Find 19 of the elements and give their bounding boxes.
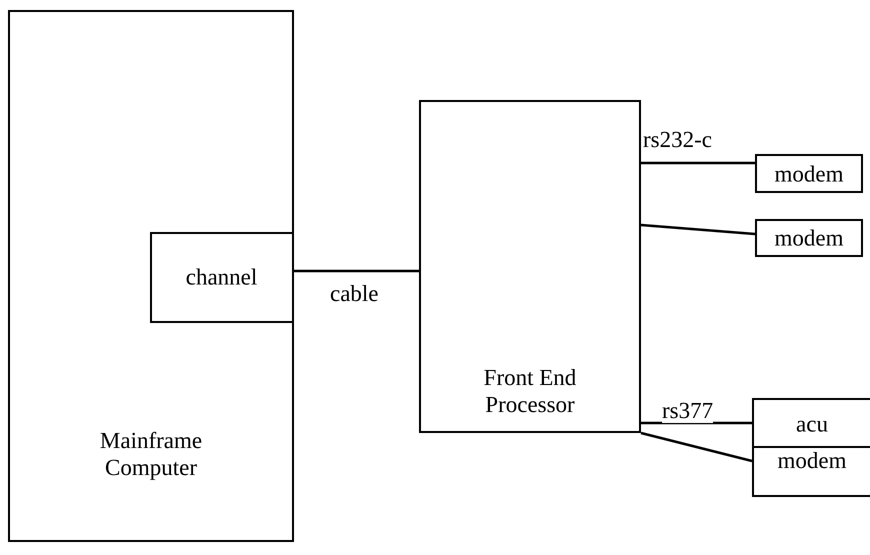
connector-line — [640, 432, 752, 462]
modem-box — [755, 154, 863, 193]
modem-box — [752, 446, 870, 497]
channel-box — [150, 232, 294, 322]
connector-line — [641, 422, 752, 424]
modem-box — [755, 219, 863, 257]
node-label: modem — [774, 160, 844, 187]
node-label: modem — [776, 448, 848, 474]
connector-line — [294, 270, 419, 272]
connector-line — [640, 224, 756, 236]
node-label: Mainframe Computer — [98, 427, 204, 481]
node-label: acu — [795, 410, 829, 438]
connector-line — [641, 162, 755, 164]
processor-box — [419, 100, 641, 433]
node-label: channel — [184, 264, 258, 290]
node-label: modem — [774, 224, 844, 252]
node-label: Front End Processor — [482, 364, 578, 418]
acu-box — [752, 398, 870, 448]
mainframe-box — [8, 10, 294, 542]
